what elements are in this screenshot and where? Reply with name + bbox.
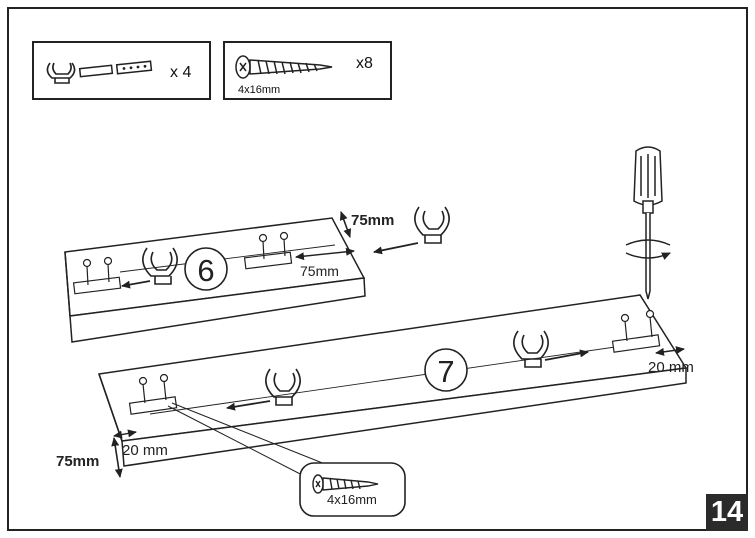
mounting-plate-icon	[115, 60, 153, 75]
parts-box-screws: x8 4x16mm	[223, 41, 392, 100]
arrow-clip-left-board-7	[226, 400, 271, 411]
board-6-offset-label: 75mm	[300, 263, 339, 279]
parts-box-clips: x 4	[32, 41, 211, 100]
screws-size-label: 4x16mm	[238, 84, 280, 96]
board-6-number-circle	[184, 247, 228, 291]
board-6-hardware	[72, 231, 293, 295]
board-7-number: 7	[437, 354, 454, 389]
screw-callout: 4x16mm	[167, 402, 406, 517]
screw-icon	[312, 474, 379, 494]
clip-icon	[414, 206, 450, 244]
board-6-number: 6	[197, 253, 214, 288]
step-number-badge: 14	[706, 494, 748, 531]
dimension-20mm-right	[655, 346, 685, 356]
board-7-hardware	[128, 309, 661, 415]
dimension-75mm-depth	[339, 211, 352, 238]
board-7-number-circle	[424, 348, 468, 392]
screwdriver-icon	[625, 146, 671, 300]
arrow-clip-to-plate	[121, 280, 151, 289]
dimension-75mm-offset	[295, 247, 355, 261]
clip-icon	[46, 62, 76, 84]
screws-quantity: x8	[356, 55, 373, 72]
clips-quantity: x 4	[170, 64, 191, 81]
board-7-depth-label: 75mm	[56, 453, 99, 470]
clip-icon	[513, 330, 549, 368]
dimension-20mm-left	[113, 429, 137, 439]
dimension-75mm-depth-board-7	[111, 437, 123, 478]
clip-icon	[265, 368, 301, 406]
arrow-clip-to-board-6	[373, 242, 419, 255]
screw-icon	[235, 55, 333, 79]
board-7-offset-left-label: 20 mm	[122, 442, 168, 459]
clip-icon	[142, 247, 178, 285]
board-7-offset-right-label: 20 mm	[648, 359, 694, 376]
board-6-depth-label: 75mm	[351, 212, 394, 229]
spacer-bar-icon	[78, 64, 114, 78]
arrow-clip-right-board-7	[544, 349, 589, 361]
callout-screw-size: 4x16mm	[327, 492, 377, 507]
